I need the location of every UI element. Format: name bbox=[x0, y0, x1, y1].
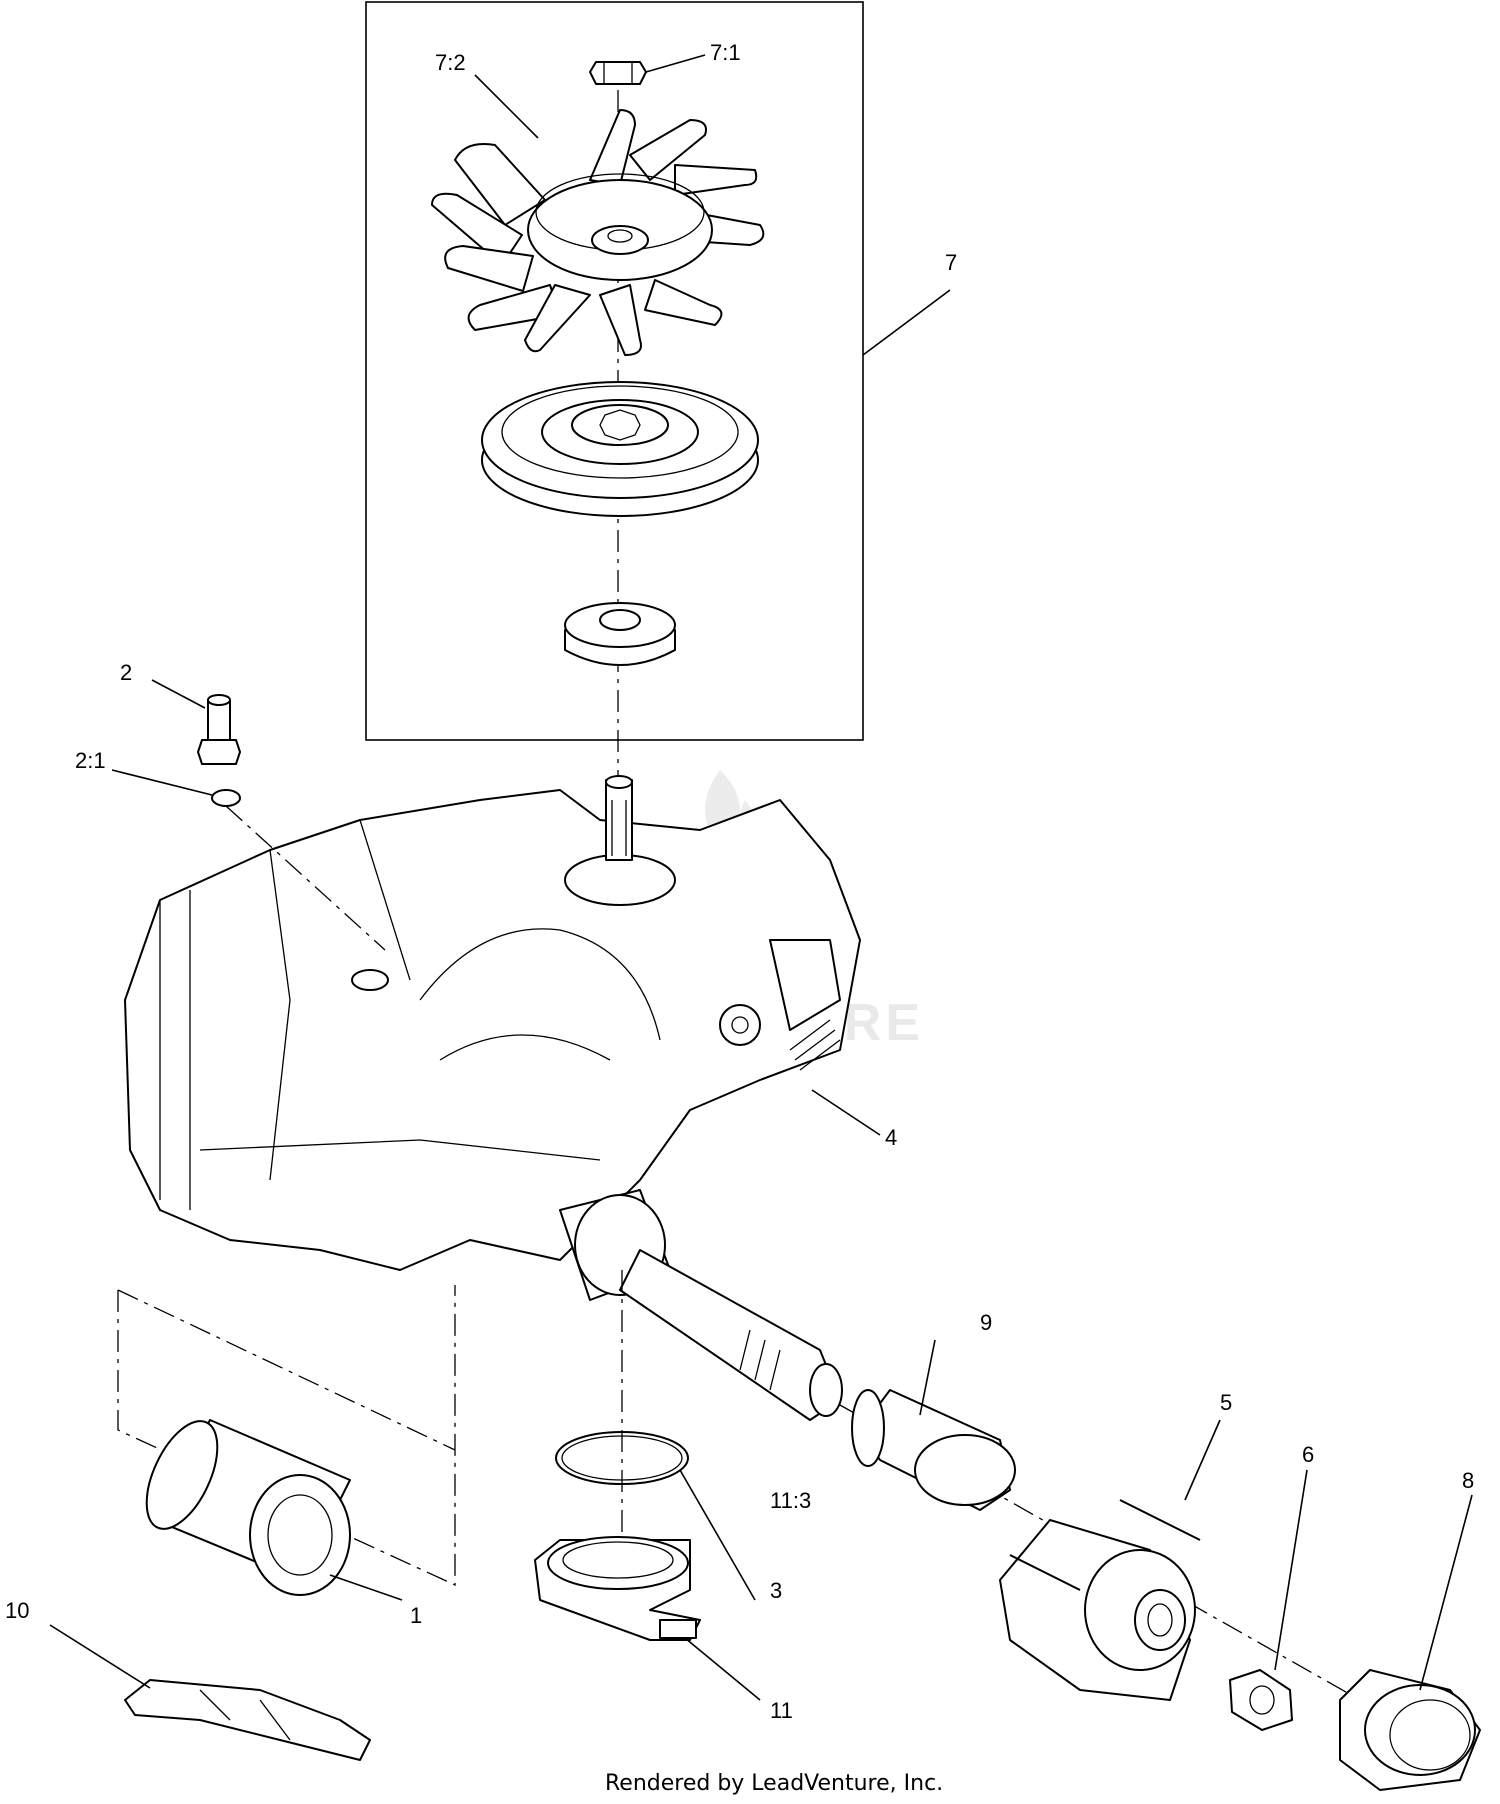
callout-2-1: 2:1 bbox=[75, 748, 106, 773]
callout-1: 1 bbox=[410, 1603, 422, 1628]
callout-6: 6 bbox=[1302, 1442, 1314, 1467]
pulley-hub[interactable] bbox=[564, 602, 676, 666]
oil-filter-1[interactable] bbox=[132, 1411, 351, 1596]
callout-labels: 7:1 7:2 7 2 2:1 4 9 5 6 8 11:3 3 1 10 11 bbox=[5, 40, 1474, 1723]
fitting-axis-line bbox=[225, 805, 386, 951]
footer-credit: Rendered by LeadVenture, Inc. bbox=[605, 1771, 943, 1796]
callout-3: 3 bbox=[770, 1578, 782, 1603]
wheel-hub-5[interactable] bbox=[999, 1499, 1201, 1701]
transmission-housing[interactable] bbox=[124, 789, 861, 1271]
oring-2-1[interactable] bbox=[211, 789, 241, 807]
callout-5: 5 bbox=[1220, 1390, 1232, 1415]
filter-top-line bbox=[117, 1289, 456, 1451]
kit-7-frame bbox=[365, 1, 864, 741]
callout-11: 11 bbox=[770, 1698, 793, 1723]
fan-7-2[interactable] bbox=[431, 109, 765, 356]
callout-4: 4 bbox=[885, 1125, 897, 1150]
spacer-9[interactable] bbox=[851, 1389, 1016, 1511]
leader-lines bbox=[49, 54, 1473, 1701]
callout-2: 2 bbox=[120, 660, 132, 685]
pulley[interactable] bbox=[481, 381, 759, 517]
callout-7: 7 bbox=[945, 250, 957, 275]
lug-nut-6[interactable] bbox=[1229, 1669, 1293, 1731]
fitting-2[interactable] bbox=[197, 694, 241, 765]
callout-10: 10 bbox=[5, 1598, 29, 1623]
callout-7-1: 7:1 bbox=[710, 40, 741, 65]
callout-11-3: 11:3 bbox=[770, 1488, 811, 1513]
bracket-10[interactable] bbox=[124, 1679, 371, 1761]
nut-7-1[interactable] bbox=[589, 61, 647, 85]
callout-7-2: 7:2 bbox=[435, 50, 466, 75]
cap-8[interactable] bbox=[1339, 1669, 1481, 1791]
input-shaft[interactable] bbox=[605, 775, 633, 861]
filter-base-11[interactable] bbox=[534, 1536, 701, 1641]
callout-9: 9 bbox=[980, 1310, 992, 1335]
callout-8: 8 bbox=[1462, 1468, 1474, 1493]
axle-shaft[interactable] bbox=[559, 1189, 843, 1421]
